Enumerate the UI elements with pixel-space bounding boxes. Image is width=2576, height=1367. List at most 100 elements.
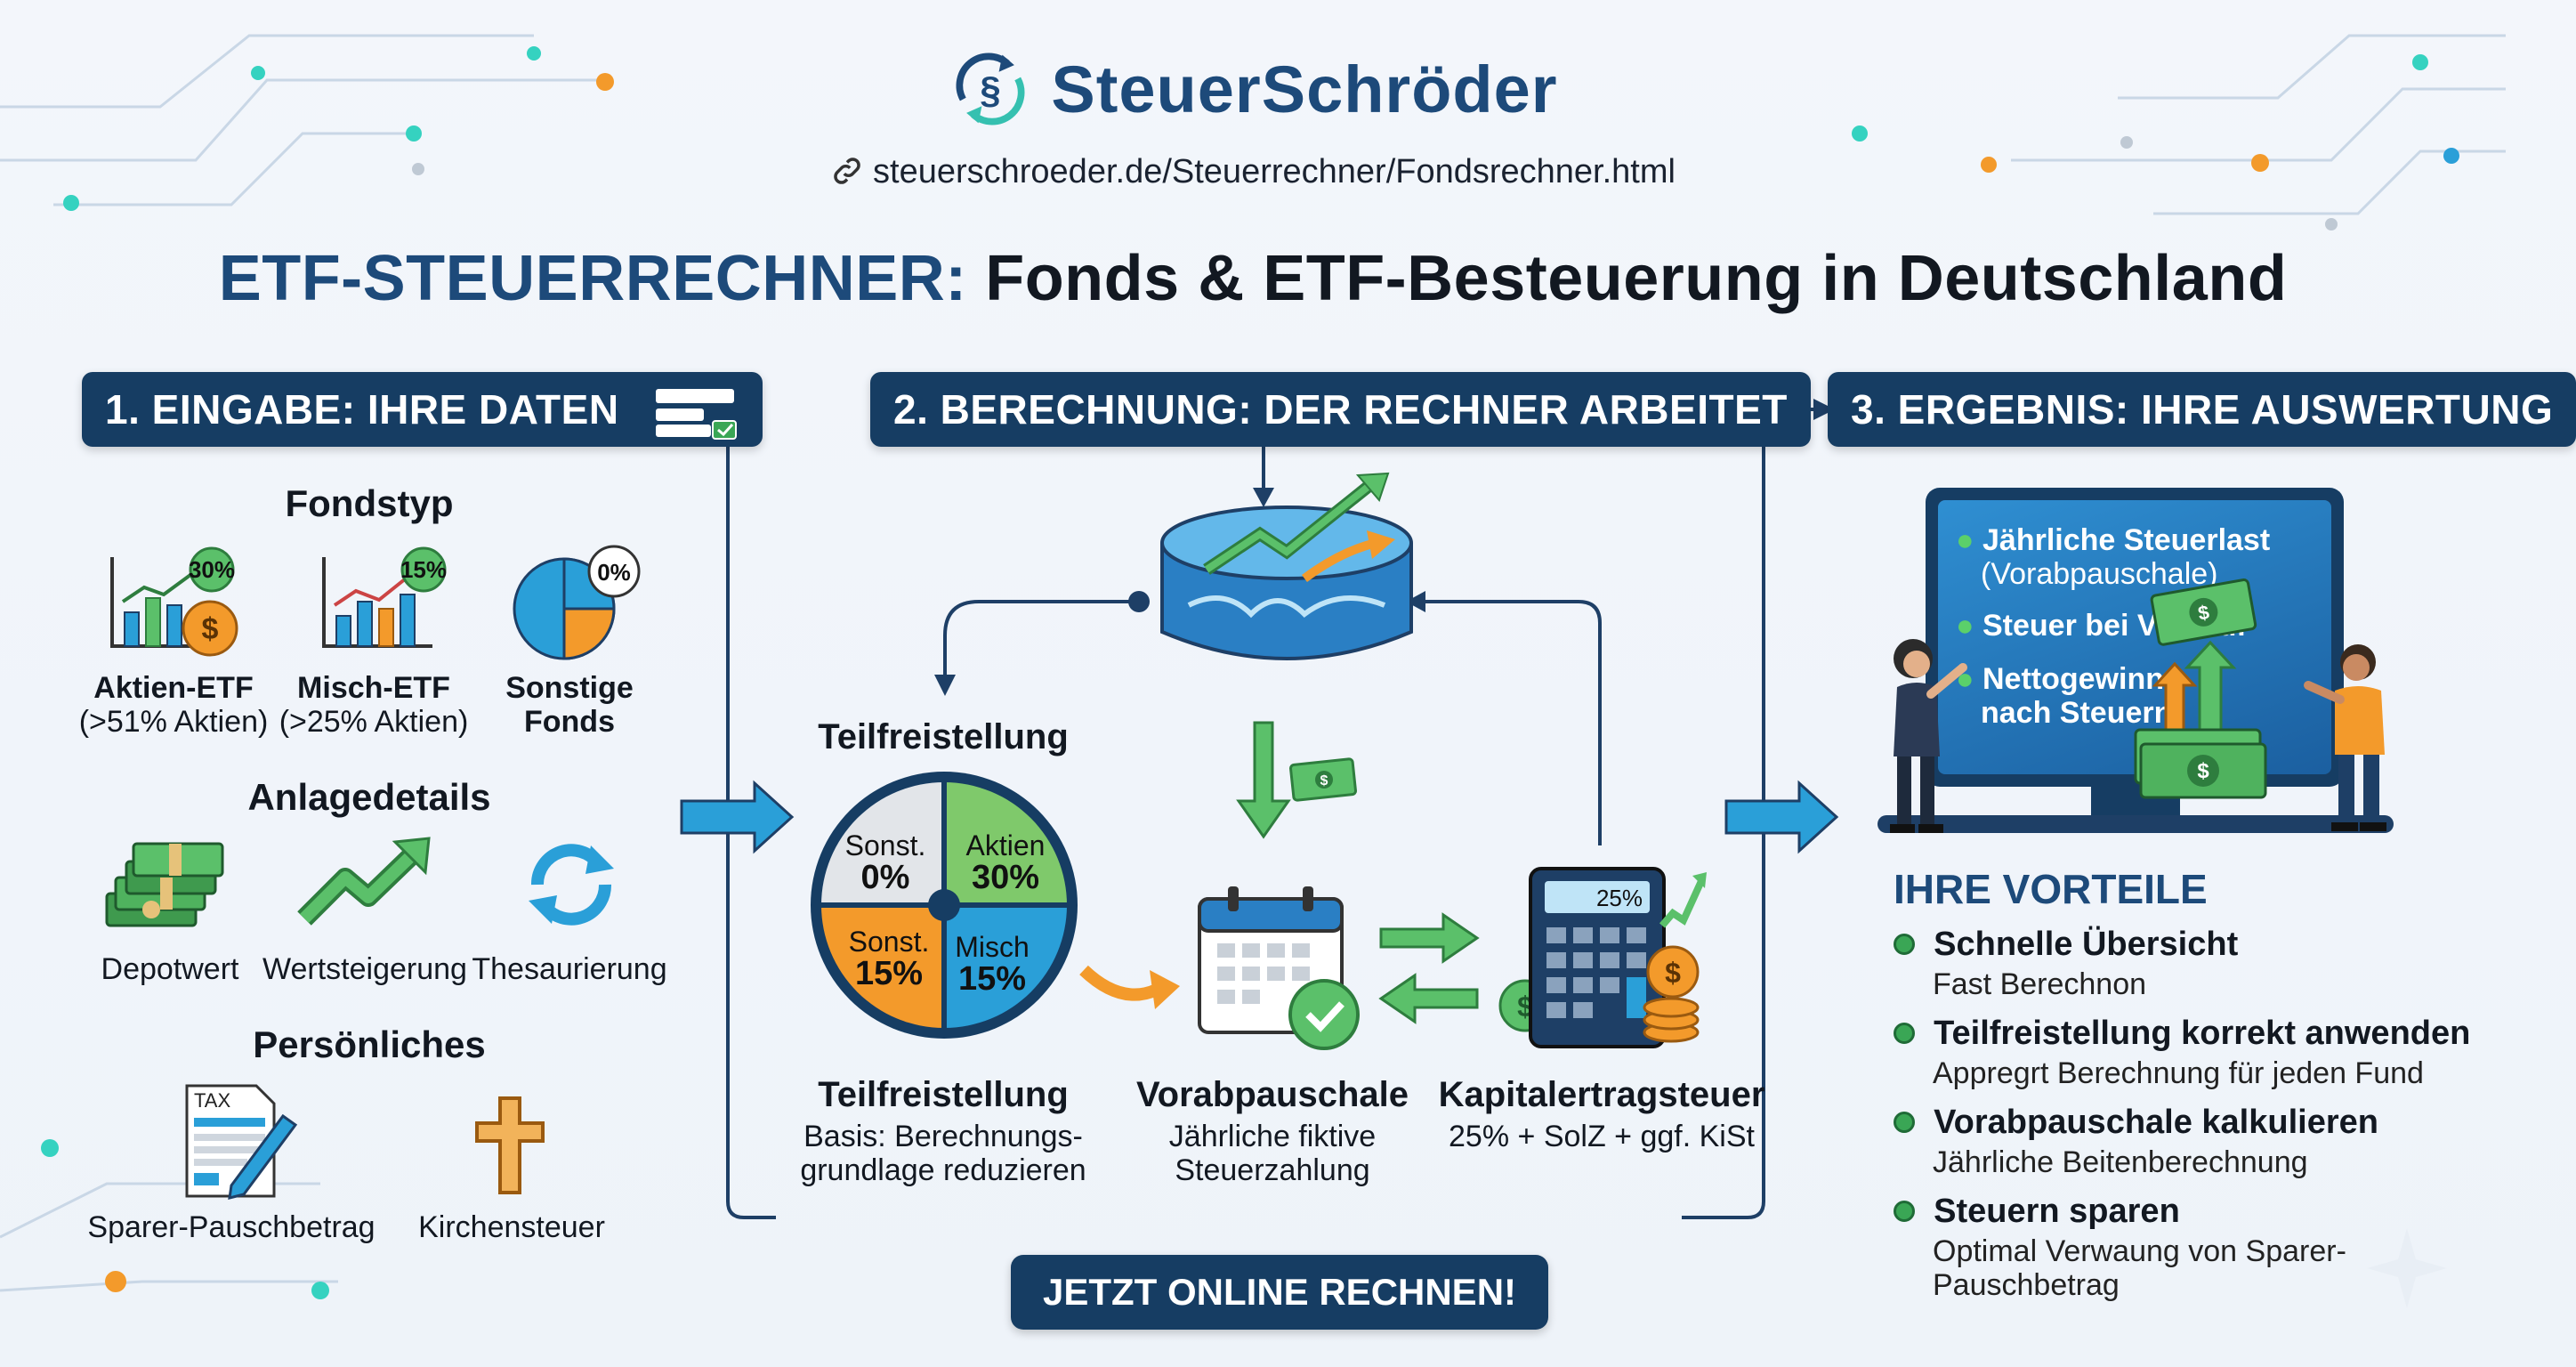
form-icon <box>655 388 737 440</box>
vorteil-3-sub: Jährliche Beitenberechnung <box>1933 1145 2308 1179</box>
teil-sub1: Basis: Berechnungs- <box>803 1120 1083 1153</box>
vorteil-1-title: Schnelle Übersicht <box>1934 926 2239 963</box>
vorteile-title: IHRE VORTEILE <box>1894 866 2208 912</box>
check-dot-icon <box>1894 934 1915 955</box>
calendar-icon[interactable] <box>1192 881 1370 1050</box>
wheel-pct-aktien: 30% <box>971 859 1040 896</box>
reinvest-cycle-icon[interactable] <box>521 838 621 931</box>
wheel-name-sonst-15: Sonst. <box>848 926 930 958</box>
step2-heading: 2. BERECHNUNG: DER RECHNER ARBEITET <box>870 372 1811 447</box>
fondstyp-title: Fondstyp <box>285 482 454 524</box>
anlage-depotwert: Depotwert <box>101 952 239 986</box>
wheel-label-sonst-0: Sonst. 0% <box>836 829 934 894</box>
wheel-segment-sonst-15 <box>821 905 944 1028</box>
svg-text:$: $ <box>202 612 219 646</box>
cta-button[interactable]: JETZT ONLINE RECHNEN! <box>1011 1255 1549 1330</box>
personal-sparer: Sparer-Pauschbetrag <box>87 1210 375 1244</box>
screen-steuerlast-2: (Vorabpauschale) <box>1981 557 2218 591</box>
title-rest: Fonds & ETF-Besteuerung in Deutschland <box>985 243 2288 314</box>
screen-steuerlast-1: Jährliche Steuerlast <box>1982 523 2271 557</box>
check-dot-icon <box>1894 1201 1915 1222</box>
vorteil-3-title: Vorabpauschale kalkulieren <box>1934 1104 2378 1141</box>
wheel-name-sonst-0: Sonst. <box>844 829 926 861</box>
banknote-icon: $ <box>1288 757 1358 802</box>
title-accent: ETF-STEUERRECHNER: <box>218 243 967 314</box>
man-figure-icon <box>2304 644 2386 831</box>
aktien-name: Aktien-ETF <box>93 671 254 705</box>
wheel-segment-aktien <box>944 782 1067 905</box>
svg-text:$: $ <box>1320 773 1328 789</box>
teilfreistellung-wheel[interactable] <box>806 767 1082 1043</box>
calculator-display: 25% <box>1596 885 1643 911</box>
brand-header: § SteuerSchröder <box>0 46 2506 136</box>
wheel-title: Teilfreistellung <box>818 717 1069 756</box>
woman-figure-icon <box>1890 639 1967 833</box>
page-title: ETF-STEUERRECHNER: Fonds & ETF-Besteueru… <box>0 242 2506 315</box>
url-text: steuerschroeder.de/Steuerrechner/Fondsre… <box>873 153 1676 190</box>
fondstyp-sonstige-label: Sonstige Fonds <box>480 671 658 739</box>
wheel-label-sonst-15: Sonst. 15% <box>840 926 938 991</box>
calculator-icon[interactable]: $ 25% $ <box>1495 863 1708 1052</box>
svg-text:$: $ <box>2196 601 2210 625</box>
misch-etf-chart-icon[interactable]: 15% <box>317 546 466 664</box>
anlage-thesaurierung: Thesaurierung <box>472 952 667 986</box>
sonstige-pie-icon[interactable]: 0% <box>507 545 658 664</box>
wheel-name-misch: Misch <box>955 931 1030 963</box>
money-stack-icon[interactable] <box>98 831 231 938</box>
vorteil-2: Teilfreistellung korrekt anwenden Appreg… <box>1894 1015 2481 1090</box>
misch-name: Misch-ETF <box>297 671 450 705</box>
step1-heading: 1. EINGABE: IHRE DATEN <box>82 372 763 447</box>
screen-item-netto: ● Nettogewinn nach Steuern <box>1956 662 2173 730</box>
aktien-badge: 30% <box>189 556 235 583</box>
wheel-pct-misch: 15% <box>957 960 1027 998</box>
aktien-sub: (>51% Aktien) <box>78 705 269 739</box>
teil-caption-sub: Basis: Berechnungs- grundlage reduzieren <box>783 1120 1103 1187</box>
svg-text:$: $ <box>2197 759 2209 783</box>
misch-sub: (>25% Aktien) <box>279 705 469 739</box>
wheel-label-aktien: Aktien 30% <box>952 829 1059 894</box>
sonstige-badge: 0% <box>597 559 631 586</box>
wheel-label-misch: Misch 15% <box>943 931 1041 996</box>
growth-arrow-icon[interactable] <box>295 833 436 931</box>
tax-form-label: TAX <box>194 1089 230 1112</box>
circuit-decoration <box>0 34 2506 1308</box>
vorteil-4: Steuern sparen Optimal Verwaung von Spar… <box>1894 1193 2463 1302</box>
church-cross-icon[interactable] <box>470 1093 550 1198</box>
wheel-name-aktien: Aktien <box>965 829 1046 861</box>
fondstyp-aktien-label: Aktien-ETF (>51% Aktien) <box>62 671 285 739</box>
monitor-base <box>1877 815 2394 833</box>
step3-heading: 3. ERGEBNIS: IHRE AUSWERTUNG <box>1828 372 2576 447</box>
vorteil-1-sub: Fast Berechnon <box>1933 967 2147 1001</box>
check-dot-icon <box>1894 1023 1915 1044</box>
fondstyp-misch-label: Misch-ETF (>25% Aktien) <box>267 671 480 739</box>
brand-name: SteuerSchröder <box>1051 52 1558 126</box>
vorteil-2-sub: Appregrt Berechnung für jeden Fund <box>1933 1056 2424 1090</box>
vorab-caption-title: Vorabpauschale <box>1135 1075 1409 1114</box>
anlage-wertsteigerung: Wertsteigerung <box>262 952 467 986</box>
anlage-title: Anlagedetails <box>247 776 491 818</box>
sonstige-sub: Fonds <box>524 705 615 739</box>
svg-text:$: $ <box>1665 957 1681 989</box>
screen-netto-2: nach Steuern <box>1981 696 2173 730</box>
step1-heading-text: 1. EINGABE: IHRE DATEN <box>105 386 619 433</box>
vorteil-1: Schnelle Übersicht Fast Berechnon <box>1894 926 2463 1001</box>
step3-heading-text: 3. ERGEBNIS: IHRE AUSWERTUNG <box>1851 386 2554 433</box>
wheel-segment-sonst-0 <box>821 782 944 905</box>
data-engine-icon <box>1160 472 1413 660</box>
aktien-etf-chart-icon[interactable]: 30% $ <box>105 546 254 664</box>
screen-netto-1: Nettogewinn <box>1982 662 2164 696</box>
screen-item-steuerlast: ● Jährliche Steuerlast (Vorabpauschale) <box>1956 523 2271 591</box>
vorab-caption-sub: Jährliche fiktive Steuerzahlung <box>1130 1120 1415 1187</box>
check-dot-icon <box>1894 1112 1915 1133</box>
step2-heading-text: 2. BERECHNUNG: DER RECHNER ARBEITET <box>893 386 1788 433</box>
kap-caption-sub: 25% + SolZ + ggf. KiSt <box>1449 1120 1755 1153</box>
svg-text:§: § <box>981 69 1002 110</box>
teil-sub2: grundlage reduzieren <box>800 1153 1086 1187</box>
tax-form-icon[interactable]: TAX <box>178 1080 308 1201</box>
personal-title: Persönliches <box>253 1023 486 1065</box>
vorteil-4-title: Steuern sparen <box>1934 1193 2180 1230</box>
source-url[interactable]: steuerschroeder.de/Steuerrechner/Fondsre… <box>0 153 2506 191</box>
misch-badge: 15% <box>400 556 447 583</box>
vorab-sub2: Steuerzahlung <box>1175 1153 1370 1187</box>
wheel-segment-misch <box>944 905 1067 1028</box>
